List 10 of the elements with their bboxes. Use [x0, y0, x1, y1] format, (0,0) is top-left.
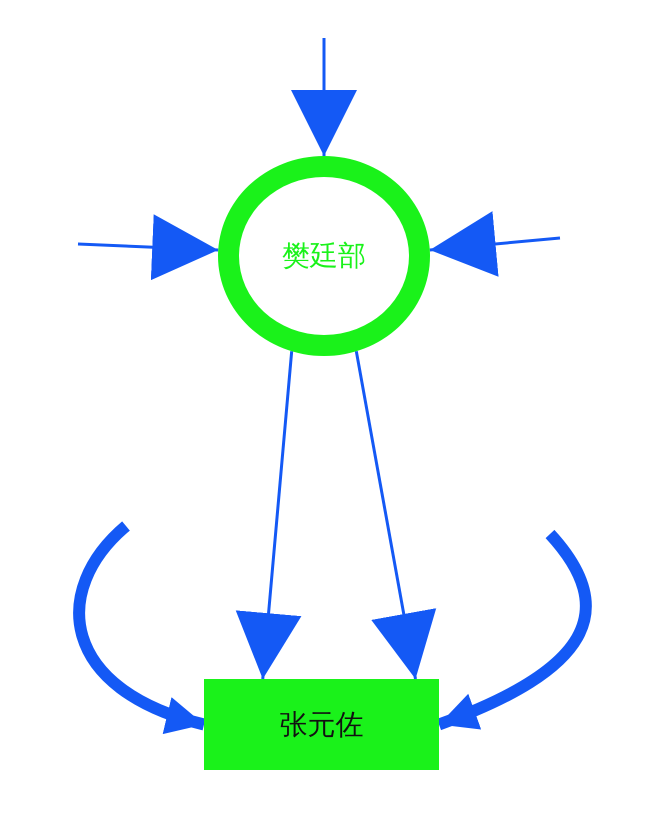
arrow	[291, 38, 357, 156]
process-box	[204, 679, 439, 770]
node-label: 张元佐	[280, 706, 364, 742]
arrow	[354, 350, 436, 680]
node-label: 樊廷部	[282, 238, 366, 274]
circle-node	[218, 156, 430, 356]
arrow	[430, 211, 560, 277]
arrow	[73, 522, 206, 732]
arrow	[236, 351, 302, 680]
arrow	[78, 214, 218, 280]
